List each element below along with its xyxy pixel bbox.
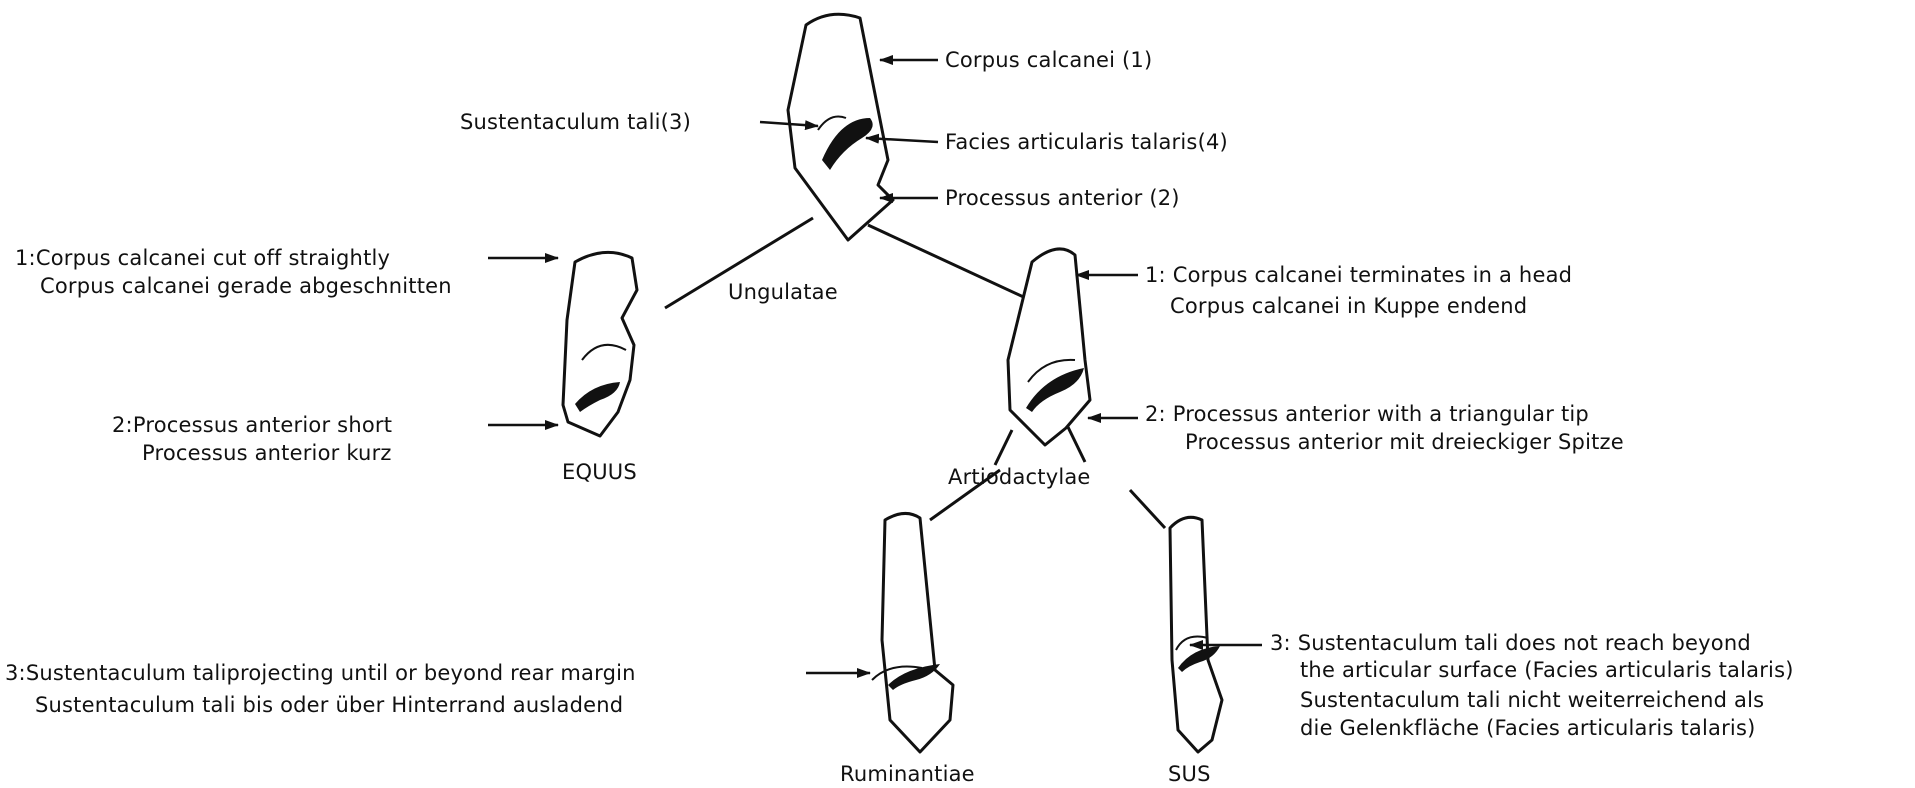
label-artiodactylae: Artiodactylae <box>948 465 1091 489</box>
label-sus-3-de-2: die Gelenkfläche (Facies articularis tal… <box>1300 716 1755 740</box>
label-sus-3-en-2: the articular surface (Facies articulari… <box>1300 658 1794 682</box>
branch-line-artio-right <box>1067 425 1085 462</box>
label-equus-1-en: 1:Corpus calcanei cut off straightly <box>15 246 390 270</box>
branch-line-artio-left <box>995 430 1012 465</box>
label-equus-1-de: Corpus calcanei gerade abgeschnitten <box>40 274 452 298</box>
label-artio-2-en: 2: Processus anterior with a triangular … <box>1145 402 1589 426</box>
label-sus-3-de-1: Sustentaculum tali nicht weiterreichend … <box>1300 688 1764 712</box>
label-artio-1-en: 1: Corpus calcanei terminates in a head <box>1145 263 1572 287</box>
label-ungulatae: Ungulatae <box>728 280 838 304</box>
label-sus-3-en-1: 3: Sustentaculum tali does not reach bey… <box>1270 631 1751 655</box>
label-processus-anterior: Processus anterior (2) <box>945 186 1180 210</box>
label-facies-articularis: Facies articularis talaris(4) <box>945 130 1228 154</box>
branch-line-artio <box>868 225 1030 300</box>
label-artio-1-de: Corpus calcanei in Kuppe endend <box>1170 294 1527 318</box>
calcaneus-equus <box>563 252 637 436</box>
branch-line-sus <box>1130 490 1165 528</box>
label-artio-2-de: Processus anterior mit dreieckiger Spitz… <box>1185 430 1624 454</box>
label-corpus-calcanei: Corpus calcanei (1) <box>945 48 1152 72</box>
label-sus: SUS <box>1168 762 1211 786</box>
label-sustentaculum-tali: Sustentaculum tali(3) <box>460 110 691 134</box>
calcaneus-sus <box>1170 517 1222 752</box>
label-equus-2-de: Processus anterior kurz <box>142 441 392 465</box>
label-equus-2-en: 2:Processus anterior short <box>112 413 392 437</box>
label-equus: EQUUS <box>562 460 637 484</box>
calcaneus-top <box>788 14 893 240</box>
calcaneus-artiodactylae <box>1008 249 1090 445</box>
label-ruminantiae: Ruminantiae <box>840 762 975 786</box>
calcaneus-ruminantiae <box>872 513 953 752</box>
label-ruminantiae-3-de: Sustentaculum tali bis oder über Hinterr… <box>35 693 623 717</box>
label-ruminantiae-3-en: 3:Sustentaculum taliprojecting until or … <box>5 661 636 685</box>
